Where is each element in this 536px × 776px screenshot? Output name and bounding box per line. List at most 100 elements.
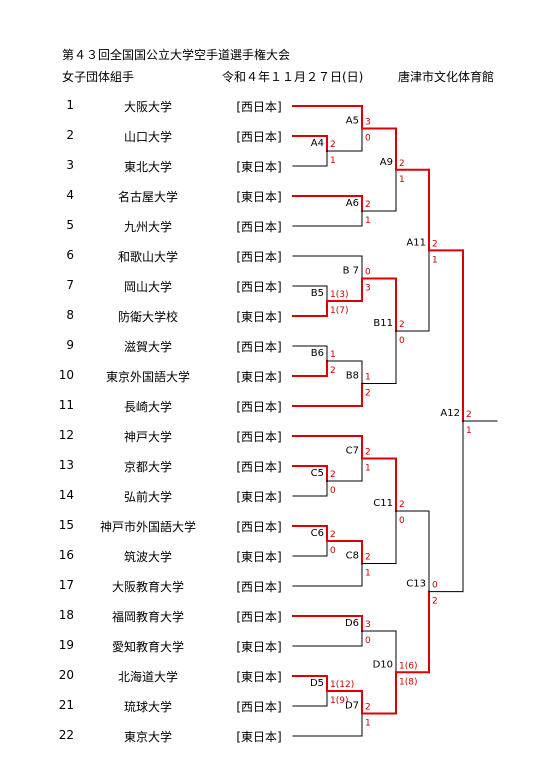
match-label: C6 xyxy=(311,528,324,539)
team-name: 九州大学 xyxy=(123,220,172,234)
match-label: A5 xyxy=(346,116,359,127)
score-top: 2 xyxy=(365,448,371,458)
team-number: 16 xyxy=(58,548,74,562)
team-region: [東日本] xyxy=(236,490,282,504)
score-bottom: 0 xyxy=(365,636,371,646)
team-name: 防衛大学校 xyxy=(117,310,178,324)
team-number: 22 xyxy=(58,728,74,742)
team-region: [東日本] xyxy=(236,640,282,654)
score-bottom: 0 xyxy=(399,516,405,526)
score-top: 1(12) xyxy=(330,680,354,690)
team-name: 長崎大学 xyxy=(123,400,172,414)
score-top: 2 xyxy=(399,159,405,169)
team-region: [西日本] xyxy=(236,610,282,624)
team-region: [東日本] xyxy=(236,370,282,384)
score-top: 3 xyxy=(365,118,371,128)
team-number: 18 xyxy=(58,608,74,622)
team-number: 2 xyxy=(66,128,74,142)
team-region: [東日本] xyxy=(236,310,282,324)
team-name: 名古屋大学 xyxy=(117,190,178,204)
team-name: 琉球大学 xyxy=(123,700,172,714)
team-region: [西日本] xyxy=(236,460,282,474)
match-label: B11 xyxy=(373,318,393,329)
match-label: B6 xyxy=(311,348,324,359)
score-top: 2 xyxy=(330,530,336,540)
team-name: 東京大学 xyxy=(123,730,172,744)
match-label: C7 xyxy=(346,446,359,457)
score-bottom: 1(7) xyxy=(330,306,348,316)
event-venue: 唐津市文化体育館 xyxy=(398,70,495,84)
score-bottom: 0 xyxy=(330,486,336,496)
score-top: 2 xyxy=(432,239,438,249)
team-name: 滋賀大学 xyxy=(123,340,172,354)
team-region: [西日本] xyxy=(236,340,282,354)
score-top: 2 xyxy=(365,703,371,713)
match-label: C11 xyxy=(373,498,393,509)
team-number: 4 xyxy=(66,188,74,202)
score-top: 3 xyxy=(365,620,371,630)
score-top: 2 xyxy=(330,470,336,480)
team-name: 大阪教育大学 xyxy=(111,580,184,594)
score-bottom: 1 xyxy=(399,175,405,185)
team-number: 19 xyxy=(58,638,74,652)
team-number: 9 xyxy=(66,338,74,352)
match-label: A9 xyxy=(380,157,393,168)
team-number: 15 xyxy=(58,518,74,532)
score-top: 0 xyxy=(432,581,438,591)
team-number: 14 xyxy=(58,488,74,502)
team-region: [西日本] xyxy=(236,700,282,714)
match-label: D7 xyxy=(345,701,359,712)
team-number: 10 xyxy=(58,368,74,382)
team-number: 20 xyxy=(58,668,74,682)
match-label: D6 xyxy=(345,618,359,629)
team-number: 21 xyxy=(58,698,74,712)
team-region: [東日本] xyxy=(236,730,282,744)
match-label: C13 xyxy=(406,579,426,590)
team-region: [西日本] xyxy=(236,130,282,144)
team-name: 北海道大学 xyxy=(117,670,178,684)
score-bottom: 1 xyxy=(466,426,472,436)
team-region: [西日本] xyxy=(236,400,282,414)
team-region: [東日本] xyxy=(236,160,282,174)
score-top: 1 xyxy=(330,350,336,360)
score-top: 2 xyxy=(466,410,472,420)
team-region: [東日本] xyxy=(236,670,282,684)
team-region: [西日本] xyxy=(236,580,282,594)
division-label: 女子団体組手 xyxy=(62,70,135,84)
match-label: C8 xyxy=(346,551,359,562)
score-bottom: 2 xyxy=(432,597,438,607)
team-region: [西日本] xyxy=(236,430,282,444)
team-name: 岡山大学 xyxy=(123,280,172,294)
score-bottom: 3 xyxy=(365,284,371,294)
score-bottom: 0 xyxy=(399,336,405,346)
team-number: 8 xyxy=(66,308,74,322)
match-label: D10 xyxy=(373,659,393,670)
match-label: A11 xyxy=(406,237,426,248)
team-name: 大阪大学 xyxy=(123,100,172,114)
team-name: 神戸大学 xyxy=(123,430,172,444)
score-bottom: 2 xyxy=(365,389,371,399)
match-label: A4 xyxy=(311,138,324,149)
score-bottom: 1 xyxy=(330,156,336,166)
team-name: 山口大学 xyxy=(123,130,172,144)
score-bottom: 1 xyxy=(365,464,371,474)
score-bottom: 1 xyxy=(365,216,371,226)
team-number: 12 xyxy=(58,428,74,442)
score-bottom: 1(8) xyxy=(399,677,417,687)
match-label: B8 xyxy=(346,371,359,382)
team-number: 11 xyxy=(58,398,74,412)
score-top: 2 xyxy=(399,500,405,510)
score-bottom: 1 xyxy=(365,719,371,729)
score-bottom: 0 xyxy=(365,134,371,144)
team-region: [西日本] xyxy=(236,220,282,234)
match-label: A12 xyxy=(440,408,460,419)
team-name: 筑波大学 xyxy=(123,550,172,564)
team-region: [西日本] xyxy=(236,520,282,534)
team-name: 東北大学 xyxy=(123,160,172,174)
score-top: 2 xyxy=(330,140,336,150)
match-label: B 7 xyxy=(343,266,359,277)
score-top: 0 xyxy=(365,268,371,278)
team-number: 1 xyxy=(66,98,74,112)
match-label: D5 xyxy=(310,678,324,689)
